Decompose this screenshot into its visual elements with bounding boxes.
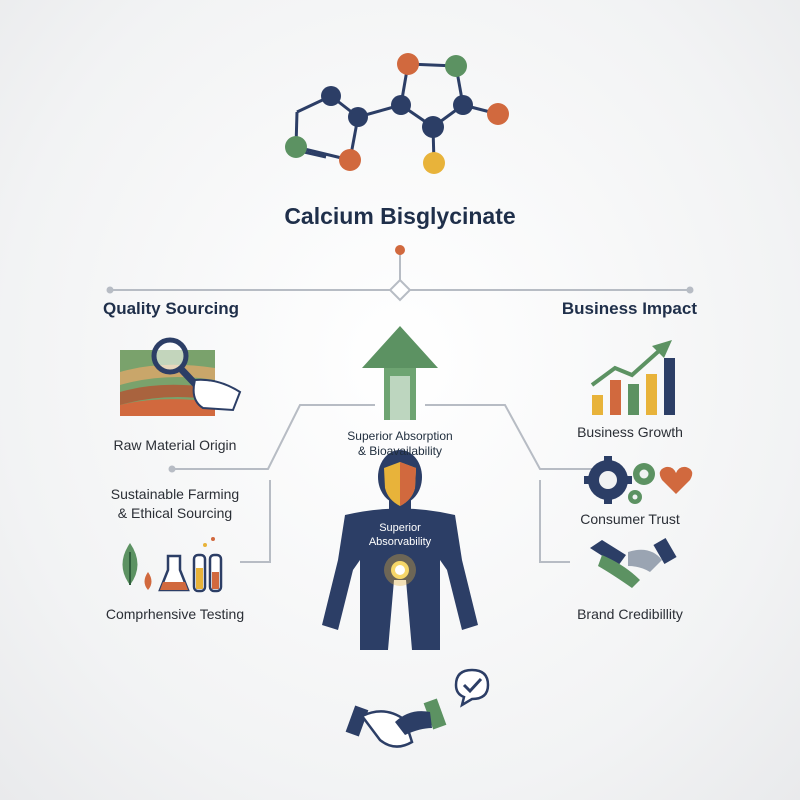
field-magnifier-icon — [120, 337, 242, 416]
handshake-check-icon — [345, 668, 490, 748]
connector-lines — [110, 252, 690, 563]
right-heading: Business Impact — [561, 299, 697, 318]
leaf-lab-flasks-icon — [122, 537, 223, 593]
glow-core-icon — [384, 554, 416, 586]
up-arrow-icon — [362, 326, 438, 422]
bar-chart-growth-icon — [590, 340, 675, 415]
consumer-trust-label: Consumer Trust — [580, 511, 680, 527]
arrow-label: Superior Absorption & Bioavailability — [347, 429, 453, 458]
page-title: Calcium Bisglycinate — [284, 203, 516, 229]
orange-dot-icon — [395, 245, 405, 255]
business-growth-label: Business Growth — [577, 424, 683, 440]
raw-material-origin-label: Raw Material Origin — [113, 437, 237, 453]
diamond-node-icon — [388, 278, 412, 302]
body-label: Superior Absorvability — [368, 522, 432, 548]
brand-credibility-label: Brand Credibillity — [577, 606, 683, 622]
left-heading: Quality Sourcing — [103, 299, 240, 318]
molecule-icon — [285, 53, 509, 174]
sustainable-farming-label: Sustainable Farming & Ethical Sourcing — [110, 486, 240, 521]
comprehensive-testing-label: Comprhensive Testing — [105, 606, 245, 622]
gears-heart-icon — [584, 456, 693, 504]
shield-icon — [384, 462, 416, 506]
handshake-icon — [590, 537, 677, 588]
